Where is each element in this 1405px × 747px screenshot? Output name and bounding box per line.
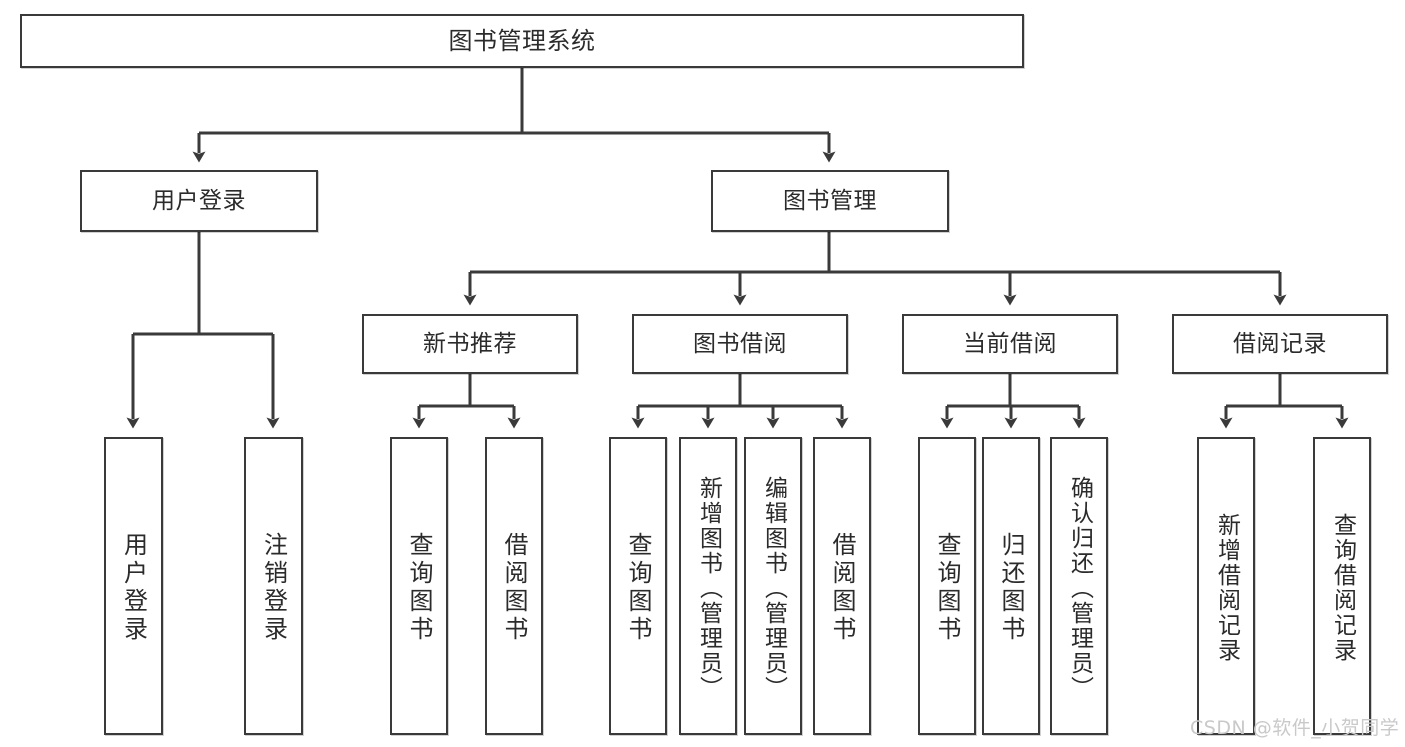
node-leaf-query-book-current[interactable]: 查询图书: [918, 437, 976, 735]
node-leaf-confirm-return-admin[interactable]: 确认归还（管理员）: [1050, 437, 1108, 735]
node-leaf-edit-book-admin[interactable]: 编辑图书（管理员）: [744, 437, 802, 735]
node-label: 查询图书: [405, 532, 433, 644]
node-label: 编辑图书（管理员）: [760, 475, 787, 701]
node-leaf-borrow-book[interactable]: 借阅图书: [813, 437, 871, 735]
node-leaf-return-book[interactable]: 归还图书: [982, 437, 1040, 735]
node-label: 注销登录: [259, 532, 288, 644]
node-current-borrow[interactable]: 当前借阅: [902, 314, 1118, 374]
node-label: 用户登录: [152, 187, 246, 214]
node-leaf-add-book-admin[interactable]: 新增图书（管理员）: [679, 437, 737, 735]
node-user-login[interactable]: 用户登录: [80, 170, 318, 232]
node-label: 借阅记录: [1233, 330, 1327, 357]
node-label: 查询借阅记录: [1329, 513, 1356, 663]
node-leaf-add-borrow-record[interactable]: 新增借阅记录: [1197, 437, 1255, 735]
node-label: 新增图书（管理员）: [695, 475, 722, 701]
node-book-borrow[interactable]: 图书借阅: [632, 314, 848, 374]
node-label: 借阅图书: [500, 532, 528, 644]
node-label: 新书推荐: [423, 330, 517, 357]
node-label: 图书借阅: [693, 330, 787, 357]
node-leaf-query-borrow-record[interactable]: 查询借阅记录: [1313, 437, 1371, 735]
node-leaf-query-book-borrow[interactable]: 查询图书: [609, 437, 667, 735]
node-label: 确认归还（管理员）: [1066, 475, 1093, 701]
node-label: 查询图书: [624, 532, 652, 644]
node-leaf-query-book-recommend[interactable]: 查询图书: [390, 437, 448, 735]
node-label: 图书管理系统: [448, 27, 596, 55]
node-leaf-user-login[interactable]: 用户登录: [104, 437, 163, 735]
node-root-system[interactable]: 图书管理系统: [20, 14, 1024, 68]
node-borrow-record[interactable]: 借阅记录: [1172, 314, 1388, 374]
node-label: 借阅图书: [828, 532, 856, 644]
node-leaf-borrow-book-recommend[interactable]: 借阅图书: [485, 437, 543, 735]
node-new-book-recommend[interactable]: 新书推荐: [362, 314, 578, 374]
node-book-management[interactable]: 图书管理: [711, 170, 949, 232]
node-label: 图书管理: [783, 187, 877, 214]
node-label: 查询图书: [933, 532, 961, 644]
node-leaf-logout[interactable]: 注销登录: [244, 437, 303, 735]
node-label: 当前借阅: [963, 330, 1057, 357]
node-label: 归还图书: [997, 532, 1025, 644]
node-label: 用户登录: [119, 532, 148, 644]
node-label: 新增借阅记录: [1213, 513, 1240, 663]
